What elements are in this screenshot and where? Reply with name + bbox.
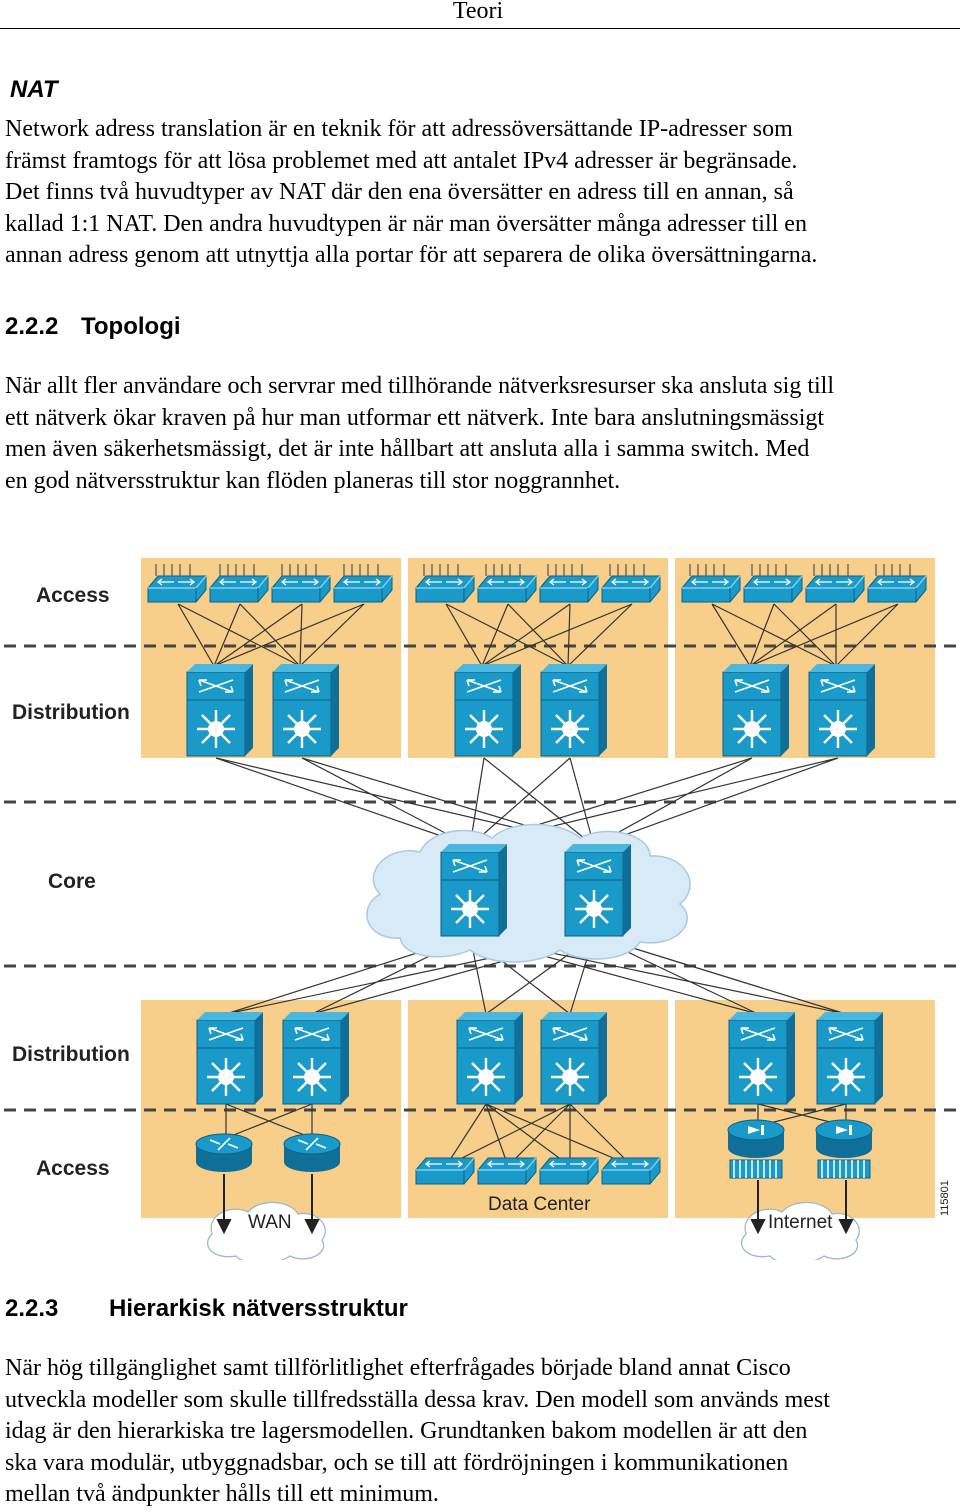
network-topology-diagram: Access Distribution Core Distribution Ac… [0, 548, 960, 1260]
topologi-line: en god nätversstruktur kan flöden planer… [5, 467, 621, 494]
nat-line: främst framtogs för att lösa problemet m… [5, 147, 798, 174]
nat-paragraph: Network adress translation är en teknik … [5, 114, 955, 272]
core-distribution-links [225, 935, 847, 1015]
topologi-line: När allt fler användare och servrar med … [5, 373, 835, 399]
label-data-center: Data Center [488, 1194, 591, 1215]
nat-line: Network adress translation är en teknik … [5, 116, 793, 142]
section-title: Hierarkisk nätversstruktur [109, 1295, 408, 1322]
section-number: 2.2.2 [5, 313, 59, 340]
distribution-core-links [215, 757, 839, 847]
nat-line: Det finns två huvudtyper av NAT där den … [5, 179, 794, 206]
figure-id: 115801 [939, 1180, 951, 1216]
label-core: Core [48, 870, 96, 893]
access-uplinks [155, 564, 911, 576]
nat-line: annan adress genom att utnyttja alla por… [5, 242, 818, 269]
hierarkisk-line: idag är den hierarkiska tre lagersmodell… [5, 1418, 808, 1445]
topologi-line: ett nätverk ökar kraven på hur man utfor… [5, 404, 825, 431]
label-distribution-top: Distribution [12, 701, 130, 724]
label-distribution-bottom: Distribution [12, 1043, 130, 1066]
hierarkisk-line: När hög tillgänglighet samt tillförlitli… [5, 1355, 791, 1381]
hierarkisk-line: utveckla modeller som skulle tillfredsst… [5, 1386, 830, 1413]
section-title: Topologi [81, 313, 181, 340]
nat-heading: NAT [10, 76, 58, 103]
bottom-access-links [225, 1103, 847, 1167]
label-access-top: Access [36, 584, 110, 607]
topology-svg: Access Distribution Core Distribution Ac… [4, 558, 956, 1260]
nat-line: kallad 1:1 NAT. Den andra huvudtypen är … [5, 210, 807, 237]
external-arrows [216, 1174, 854, 1235]
topologi-line: men även säkerhetsmässigt, det är inte h… [5, 436, 810, 463]
internet-cloud [740, 1201, 860, 1260]
hierarkisk-line: mellan två ändpunkter hålls till ett min… [5, 1481, 439, 1508]
header-title: Teori [452, 0, 504, 24]
section-number: 2.2.3 [5, 1295, 59, 1322]
topologi-paragraph: När allt fler användare och servrar med … [5, 371, 955, 497]
topologi-heading: 2.2.2 Topologi [5, 313, 181, 341]
core-cloud [366, 823, 691, 963]
label-wan: WAN [248, 1212, 292, 1233]
label-access-bottom: Access [36, 1157, 110, 1180]
label-internet: Internet [768, 1212, 833, 1233]
wan-cloud [206, 1201, 326, 1260]
hierarkisk-heading: 2.2.3 Hierarkisk nätversstruktur [5, 1295, 408, 1323]
access-distribution-links [177, 603, 899, 667]
hierarkisk-line: ska vara modulär, utbyggnadsbar, och se … [5, 1449, 789, 1476]
page-header: Teori [0, 0, 960, 29]
hierarkisk-paragraph: När hög tillgänglighet samt tillförlitli… [5, 1353, 955, 1511]
